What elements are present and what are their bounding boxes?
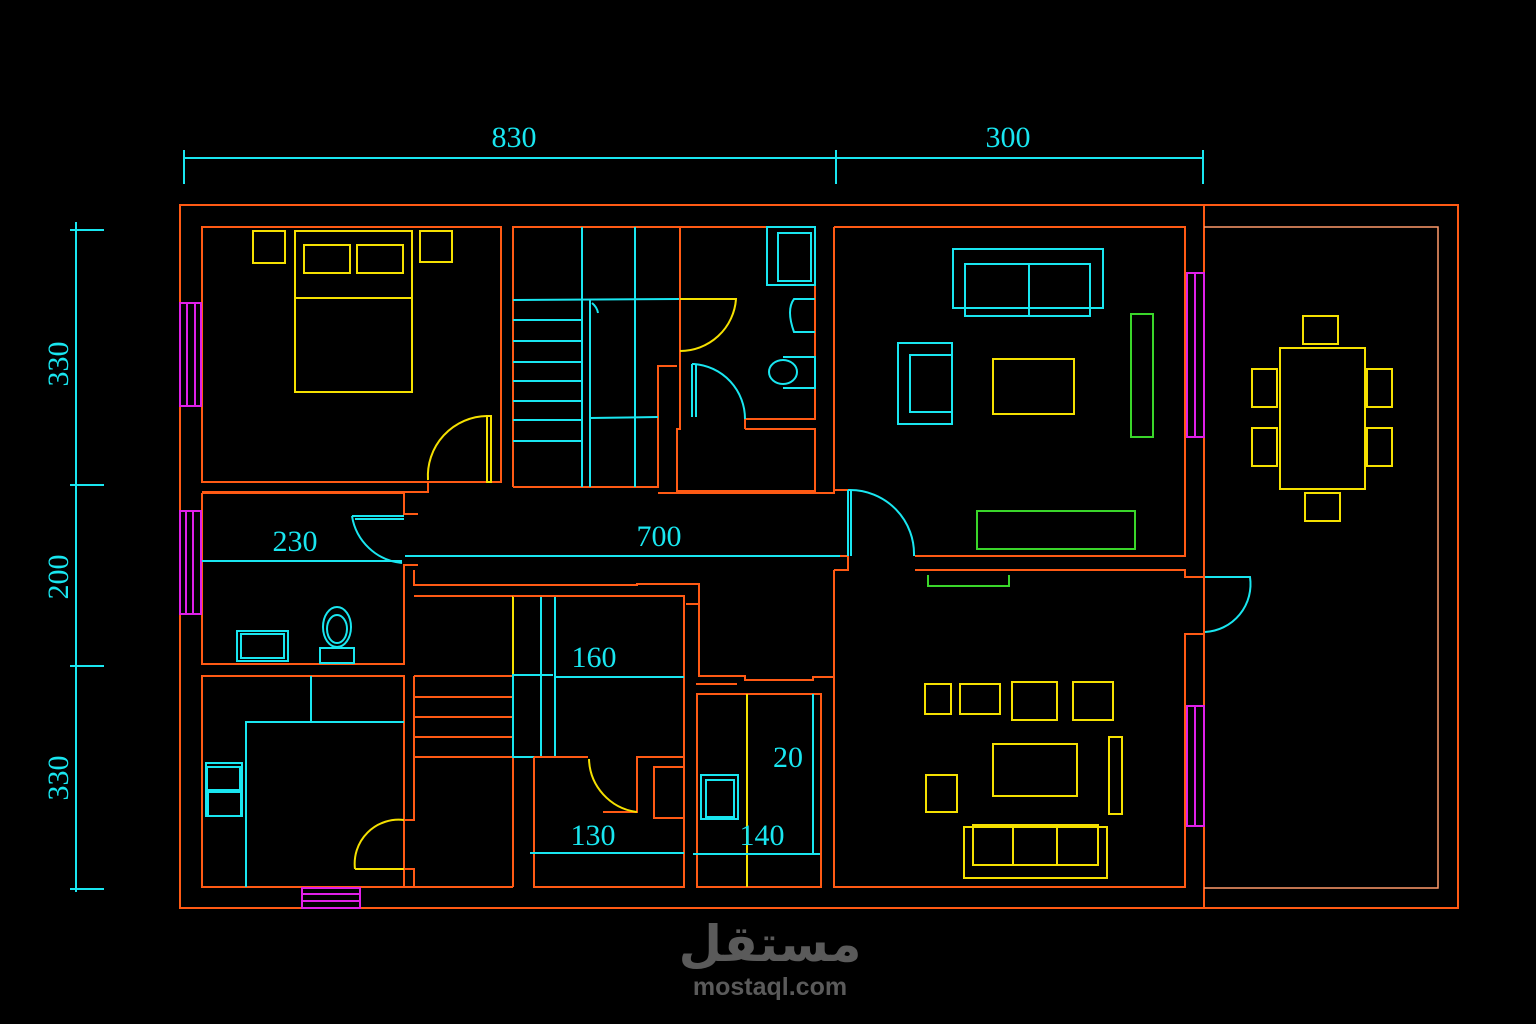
dim-700: 700: [637, 520, 682, 553]
window-salon-right: [1186, 705, 1205, 827]
sink: [700, 774, 739, 820]
room-kitchen: 160 130: [513, 595, 685, 888]
window-wc-left: [179, 510, 202, 615]
dining-table: [1279, 347, 1366, 490]
chair-left-1: [1251, 368, 1278, 408]
pillow-left: [303, 244, 351, 274]
pillow-right: [356, 244, 404, 274]
door-swing: [351, 515, 404, 564]
tv-unit: [976, 510, 1136, 550]
dimension-top: 830 300: [183, 121, 1204, 184]
door-swing: [353, 818, 405, 870]
room-bathroom-bottom: 20 140: [692, 603, 834, 888]
dim-330-bottom: 330: [42, 756, 75, 801]
side-table: [924, 683, 952, 715]
room-staircase-lower: [413, 570, 700, 888]
armchair: [1011, 681, 1058, 721]
door-swing: [426, 415, 488, 481]
dim-830: 830: [492, 121, 537, 154]
sofa: [963, 826, 1108, 879]
appliance: [653, 766, 685, 819]
chair-top: [1302, 315, 1339, 345]
dim-160: 160: [572, 641, 617, 674]
sink: [789, 298, 815, 333]
chair-right-1: [1366, 368, 1393, 408]
side-table: [925, 774, 958, 813]
watermark: مستقل mostaql.com: [640, 918, 900, 1002]
door-swing: [679, 298, 738, 353]
room-guest-salon: [833, 570, 1204, 888]
nightstand-right: [419, 230, 453, 263]
window-bedroom-bottom: [301, 887, 361, 909]
room-bathroom-top: [658, 226, 835, 494]
console: [1130, 313, 1154, 438]
room-bedroom-2: [201, 675, 415, 888]
chair-right-2: [1366, 427, 1393, 467]
toilet: [768, 359, 798, 385]
double-bed: [294, 230, 413, 393]
watermark-latin: mostaql.com: [692, 973, 848, 1001]
dim-130: 130: [571, 819, 616, 852]
door-swing: [692, 363, 747, 420]
console: [1108, 736, 1123, 815]
armchair: [1072, 681, 1114, 721]
chair-bottom: [1304, 492, 1341, 522]
room-master-bedroom: [201, 226, 502, 493]
corridor-dimensions: 230 700: [202, 520, 840, 562]
watermark-arabic: مستقل: [678, 915, 862, 973]
sink: [236, 630, 289, 662]
window-bedroom-left: [179, 302, 202, 407]
dim-300: 300: [986, 121, 1031, 154]
dim-330-top: 330: [42, 342, 75, 387]
room-living: [834, 226, 1204, 587]
room-staircase: [512, 226, 681, 488]
coffee-table: [992, 358, 1075, 415]
dim-230: 230: [273, 525, 318, 558]
dim-20: 20: [773, 741, 803, 774]
dim-140: 140: [740, 819, 785, 852]
stool: [959, 683, 1001, 715]
dim-200: 200: [42, 555, 75, 600]
room-dining: [1204, 315, 1393, 633]
shower-tray: [766, 226, 816, 286]
window-living-right: [1186, 272, 1205, 438]
dimension-left: 330 200 330: [42, 222, 104, 892]
room-wc: [201, 492, 418, 665]
coffee-table: [992, 743, 1078, 797]
door-swing: [1204, 576, 1252, 633]
door-swing: [588, 758, 638, 813]
chair-left-2: [1251, 427, 1278, 467]
nightstand-left: [252, 230, 286, 264]
door-swing: [848, 489, 916, 557]
